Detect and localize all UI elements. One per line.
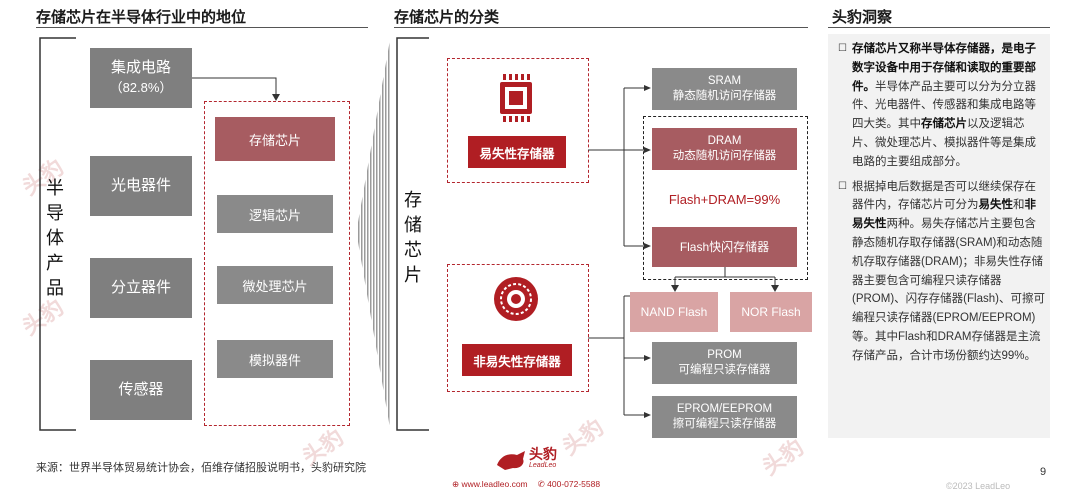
ic-child-microprocessor: 微处理芯片	[217, 266, 333, 304]
phone-number: 400-072-5588	[547, 479, 601, 489]
insight-paragraph-2: ☐ 根据掉电后数据是否可以继续保存在器件内，存储芯片可分为易失性和非易失性两种。…	[838, 178, 1046, 366]
copyright: ©2023 LeadLeo	[946, 481, 1011, 491]
title-rule	[394, 27, 808, 28]
checkbox-bullet-icon: ☐	[838, 43, 847, 54]
semiconductor-vertical-label: 半 导 体 产 品	[46, 178, 64, 298]
chip-icon	[500, 74, 532, 122]
ic-child-analog: 模拟器件	[217, 340, 333, 378]
footer-logo: 头豹 LeadLeo	[495, 446, 557, 472]
flash-split-arrows	[671, 267, 779, 292]
expansion-funnel	[357, 34, 391, 434]
mainstream-group	[643, 116, 808, 280]
disc-icon	[494, 277, 538, 321]
memory-chip-vertical-label: 存 储 芯 片	[404, 190, 422, 285]
section-title-insight: 头豹洞察	[832, 9, 893, 26]
nand-flash-box: NAND Flash	[630, 292, 718, 332]
insight-paragraph-1: ☐ 存储芯片又称半导体存储器，是电子数字设备中用于存储和读取的重要部件。半导体产…	[838, 40, 1046, 172]
page-number: 9	[1040, 466, 1047, 478]
category-sensor: 传感器	[90, 360, 192, 420]
nonvolatile-group	[447, 264, 589, 392]
footer-contact: ⊕ www.leadleo.com ✆ 400-072-5588	[452, 479, 600, 490]
section-title-classification: 存储芯片的分类	[394, 9, 500, 26]
ic-child-logic: 逻辑芯片	[217, 195, 333, 233]
category-optoelectronic: 光电器件	[90, 156, 192, 216]
category-discrete: 分立器件	[90, 258, 192, 318]
ic-arrow	[192, 77, 280, 101]
checkbox-bullet-icon: ☐	[838, 180, 847, 192]
category-ic: 集成电路 （82.8%）	[90, 48, 192, 108]
ic-child-memory: 存储芯片	[215, 117, 335, 161]
middle-bracket	[396, 37, 429, 431]
phone-icon: ✆	[537, 479, 545, 489]
section-title-position: 存储芯片在半导体行业中的地位	[36, 9, 247, 26]
nonvolatile-memory-label: 非易失性存储器	[462, 344, 572, 376]
ic-children-container	[204, 101, 350, 426]
website-link[interactable]: www.leadleo.com	[461, 479, 528, 489]
logo-subtext: LeadLeo	[529, 462, 557, 469]
nor-flash-box: NOR Flash	[730, 292, 812, 332]
volatile-memory-label: 易失性存储器	[468, 136, 566, 168]
leopard-logo-icon	[497, 451, 525, 470]
logo-text: 头豹	[529, 446, 557, 462]
title-rule	[828, 27, 1050, 28]
flash-box: Flash快闪存储器	[652, 227, 797, 267]
source-note: 来源：世界半导体贸易统计协会，佰维存储招股说明书，头豹研究院	[36, 462, 366, 474]
volatile-group	[447, 58, 589, 183]
market-share-text: Flash+DRAM=99%	[668, 192, 781, 207]
insight-panel: ☐ 存储芯片又称半导体存储器，是电子数字设备中用于存储和读取的重要部件。半导体产…	[828, 34, 1050, 438]
title-rule	[36, 27, 368, 28]
left-bracket	[39, 37, 76, 431]
globe-icon: ⊕	[452, 479, 460, 489]
